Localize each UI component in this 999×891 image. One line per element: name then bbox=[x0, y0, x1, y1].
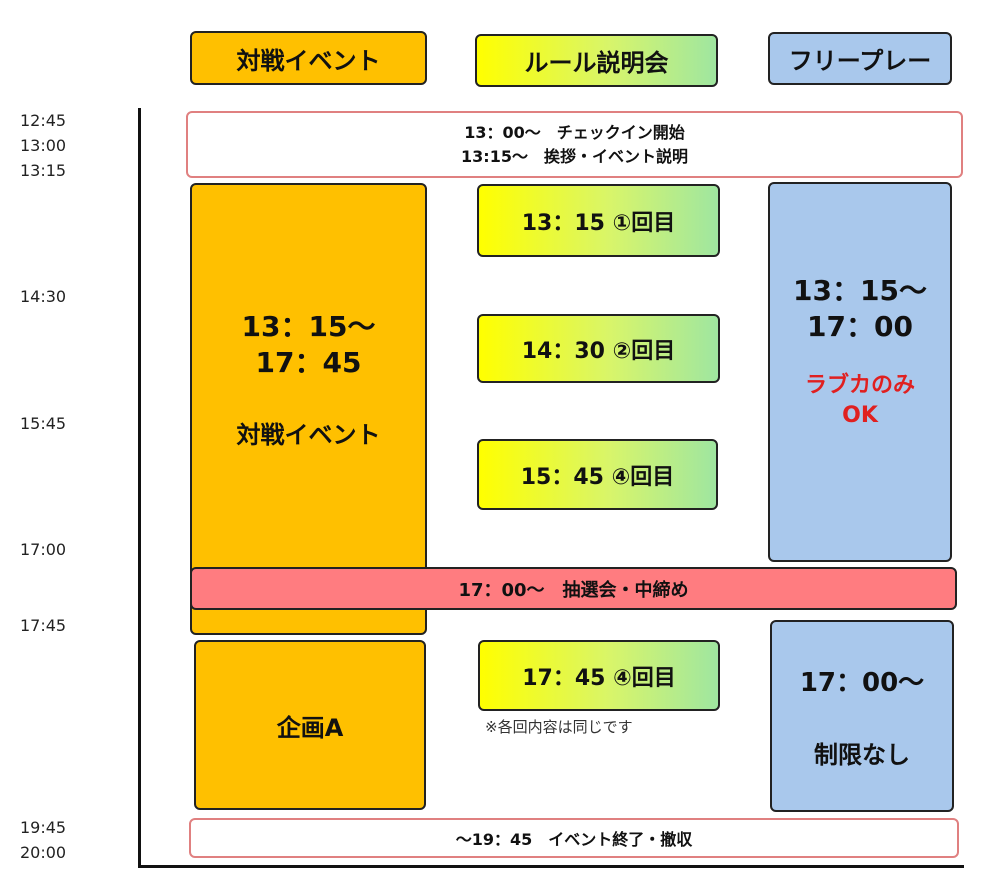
time-label-1545: 15:45 bbox=[20, 414, 67, 433]
battle-event-block: 13：15～ 17：45 対戦イベント bbox=[190, 183, 427, 635]
closing-announcement: ～19：45 イベント終了・撤収 bbox=[189, 818, 959, 858]
lottery-bar: 17：00～ 抽選会・中締め bbox=[190, 567, 957, 610]
opening-announcement: 13：00～ チェックイン開始 13:15～ 挨拶・イベント説明 bbox=[186, 111, 963, 178]
time-label-1245: 12:45 bbox=[20, 111, 67, 130]
time-label-1945: 19:45 bbox=[20, 818, 67, 837]
project-a-block: 企画A bbox=[194, 640, 426, 810]
time-label-1745: 17:45 bbox=[20, 616, 67, 635]
checkin-start-text: 13：00～ チェックイン開始 bbox=[464, 122, 685, 142]
free-start-time: 13：15～ bbox=[793, 274, 927, 307]
free-late-label: 制限なし bbox=[814, 741, 910, 769]
header-free-play: フリープレー bbox=[768, 32, 952, 85]
rules-session-3: 15：45 ④回目 bbox=[477, 439, 718, 510]
header-battle-event: 対戦イベント bbox=[190, 31, 427, 85]
rules-session-4: 17：45 ④回目 bbox=[478, 640, 720, 711]
free-play-block: 13：15～ 17：00 ラブカのみ OK bbox=[768, 182, 952, 562]
time-label-1700: 17:00 bbox=[20, 540, 67, 559]
rules-session-2: 14：30 ②回目 bbox=[477, 314, 720, 383]
time-label-1300: 13:00 bbox=[20, 136, 67, 155]
greeting-text: 13:15～ 挨拶・イベント説明 bbox=[461, 146, 688, 166]
free-play-unlimited-block: 17：00～ 制限なし bbox=[770, 620, 954, 812]
battle-end-time: 17：45 bbox=[255, 345, 362, 379]
battle-event-label: 対戦イベント bbox=[236, 420, 381, 449]
time-axis-horizontal bbox=[138, 865, 964, 868]
free-end-time: 17：00 bbox=[807, 310, 913, 343]
time-axis-vertical bbox=[138, 108, 141, 868]
free-restriction-note: ラブカのみ bbox=[804, 373, 915, 398]
battle-start-time: 13：15～ bbox=[241, 309, 376, 343]
time-label-1315: 13:15 bbox=[20, 161, 67, 180]
rules-session-1: 13：15 ①回目 bbox=[477, 184, 720, 257]
free-late-time: 17：00～ bbox=[799, 668, 925, 698]
rules-note: ※各回内容は同じです bbox=[485, 718, 633, 736]
time-label-2000: 20:00 bbox=[20, 843, 67, 862]
time-label-1430: 14:30 bbox=[20, 287, 67, 306]
free-restriction-ok: OK bbox=[842, 403, 878, 428]
header-rules-briefing: ルール説明会 bbox=[475, 34, 718, 87]
